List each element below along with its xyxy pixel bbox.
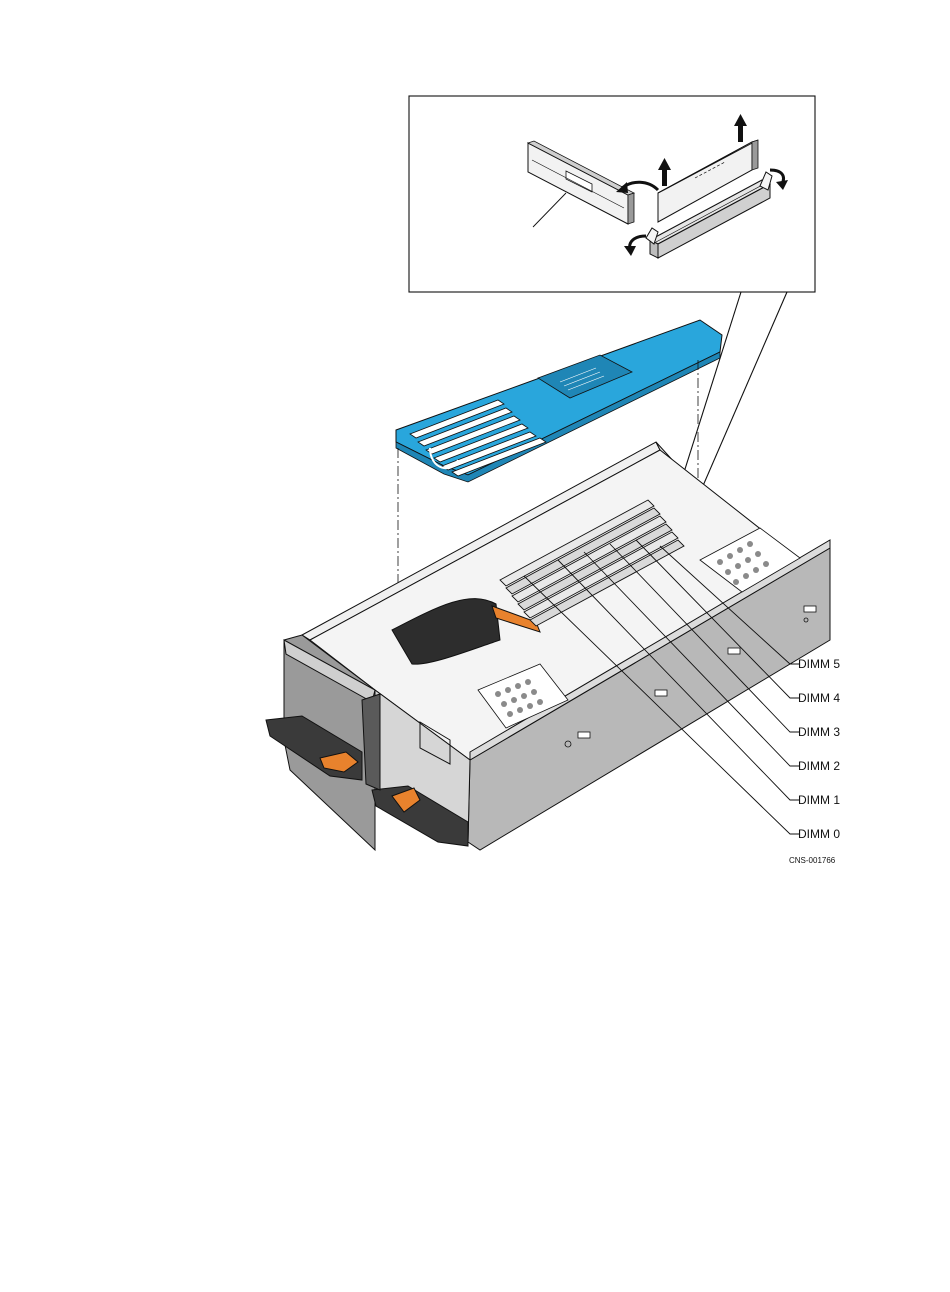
callout-dimm-5: DIMM 5 [798,657,840,671]
latch-open-arrow-icon [624,236,646,256]
dimm-module-removed [528,141,634,227]
lift-arrow-icon [658,158,671,186]
callout-dimm-3: DIMM 3 [798,725,840,739]
latch-open-arrow-icon [770,170,788,190]
callout-dimm-1: DIMM 1 [798,793,840,807]
figure-id: CNS-001766 [789,856,836,865]
air-baffle [396,320,722,482]
blade-chassis [266,442,830,850]
callout-dimm-0: DIMM 0 [798,827,840,841]
callout-dimm-4: DIMM 4 [798,691,840,705]
callout-dimm-2: DIMM 2 [798,759,840,773]
lift-arrow-icon [734,114,747,142]
